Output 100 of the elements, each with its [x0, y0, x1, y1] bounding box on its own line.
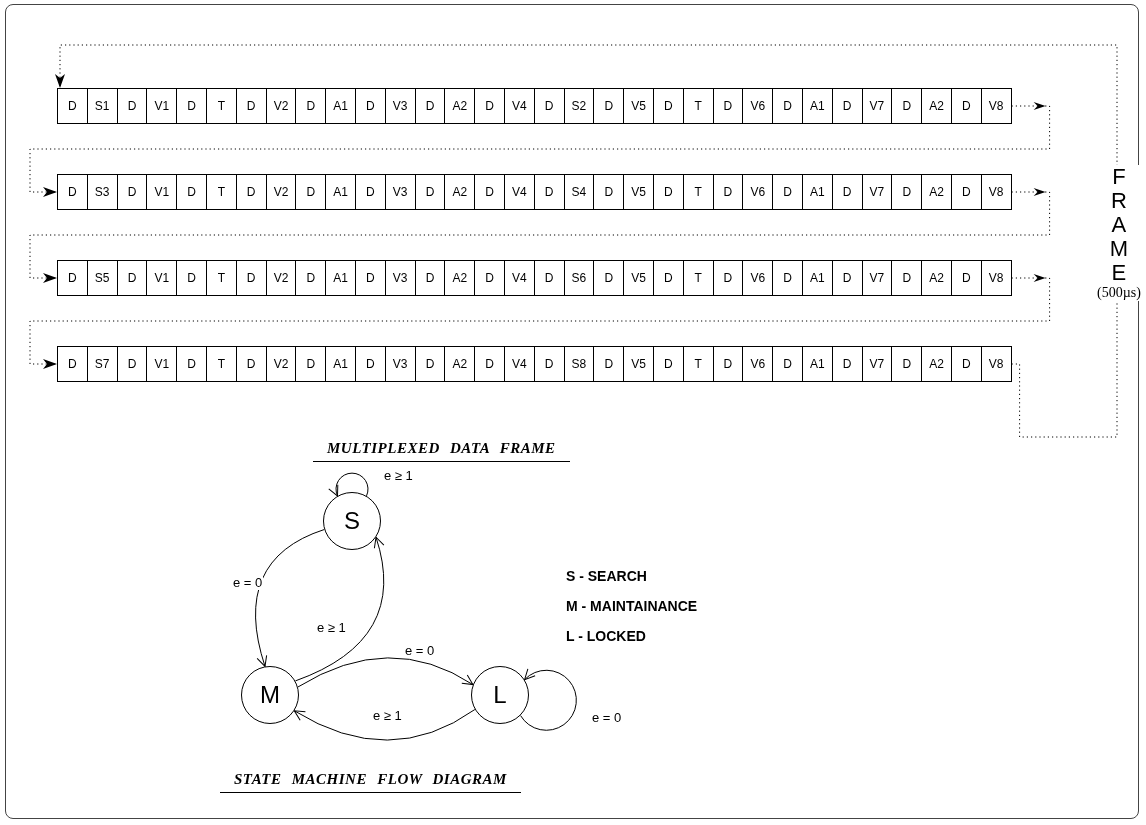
slot-label: D [892, 88, 923, 124]
frame-row [57, 174, 1012, 210]
slot-label: V8 [981, 346, 1012, 382]
slot-label: D [236, 174, 267, 210]
slot-label: D [58, 174, 88, 210]
edge-label: FRAME (500µs) [1097, 165, 1141, 301]
slot-label: D [892, 174, 923, 210]
slot-label: V3 [385, 88, 416, 124]
slot-label: D [832, 88, 863, 124]
slot-label: V1 [147, 346, 178, 382]
state-circle: S [323, 492, 381, 550]
slot-label: D [773, 346, 803, 382]
slot-label: D [951, 260, 982, 296]
slot-label: D [475, 88, 505, 124]
slot-label: A2 [445, 260, 476, 296]
arrow [293, 709, 476, 741]
slot-label: V8 [981, 260, 1012, 296]
slot-label: A1 [326, 88, 356, 124]
edge-label: e = 0 [404, 643, 436, 658]
slot-label: A1 [802, 346, 833, 382]
frame-row [57, 346, 1012, 382]
slot-label: D [594, 88, 625, 124]
slot-label: D [951, 174, 982, 210]
slot-label: D [653, 88, 684, 124]
slot-label: V1 [147, 88, 178, 124]
slot-label: D [415, 260, 446, 296]
slot-label: D [475, 174, 505, 210]
slot-label: S8 [564, 346, 595, 382]
slot-label: V1 [147, 174, 178, 210]
slot-label: D [355, 174, 386, 210]
slot-label: D [58, 346, 88, 382]
legend-text: M - MAINTAINANCE [566, 598, 698, 614]
slot-label: D [117, 174, 148, 210]
legend-text: S - SEARCH [566, 568, 647, 584]
edge-label: e ≥ 1 [383, 468, 414, 483]
slot-label: A1 [326, 260, 356, 296]
slot-label: D [713, 260, 744, 296]
slot-label: V4 [504, 174, 535, 210]
arrow [520, 668, 577, 731]
slot-label: D [594, 346, 625, 382]
slot-label: D [117, 260, 148, 296]
state-circle: L [471, 666, 529, 724]
slot-label: V4 [504, 346, 535, 382]
slot-label: D [534, 346, 565, 382]
slot-label: V2 [266, 346, 297, 382]
slot-label: A1 [802, 174, 833, 210]
slot-label: D [773, 260, 803, 296]
slot-label: T [207, 346, 237, 382]
slot-label: V5 [624, 174, 654, 210]
slot-label: D [236, 88, 267, 124]
slot-label: S4 [564, 174, 595, 210]
slot-label: D [117, 88, 148, 124]
slot-label: V1 [147, 260, 178, 296]
slot-label: V7 [862, 346, 893, 382]
slot-label: D [177, 346, 207, 382]
slot-label: D [236, 346, 267, 382]
slot-label: S1 [87, 88, 118, 124]
arrow [297, 657, 474, 688]
slot-label: D [534, 260, 565, 296]
slot-label: D [594, 174, 625, 210]
slot-label: D [653, 346, 684, 382]
slot-label: D [296, 260, 327, 296]
slot-label: T [683, 174, 714, 210]
slot-label: V7 [862, 260, 893, 296]
slot-label: V3 [385, 260, 416, 296]
slot-label: V5 [624, 88, 654, 124]
slot-label: D [534, 174, 565, 210]
state-circle: M [241, 666, 299, 724]
arrow [328, 472, 369, 497]
slot-label: D [177, 260, 207, 296]
edge-label: e = 0 [232, 575, 264, 590]
slot-label: V3 [385, 174, 416, 210]
diagram-caption: MULTIPLEXED DATA FRAME [313, 440, 570, 462]
slot-label: V2 [266, 88, 297, 124]
legend-text: L - LOCKED [566, 628, 646, 644]
slot-label: D [773, 88, 803, 124]
slot-label: A2 [922, 174, 952, 210]
slot-label: V2 [266, 260, 297, 296]
slot-label: D [177, 88, 207, 124]
frame-row [57, 260, 1012, 296]
slot-label: D [355, 260, 386, 296]
slot-label: S3 [87, 174, 118, 210]
slot-label: V3 [385, 346, 416, 382]
slot-label: V8 [981, 174, 1012, 210]
slot-label: A1 [326, 174, 356, 210]
slot-label: T [207, 260, 237, 296]
slot-label: A2 [445, 174, 476, 210]
slot-label: S5 [87, 260, 118, 296]
slot-label: T [207, 174, 237, 210]
slot-label: D [236, 260, 267, 296]
slot-label: V5 [624, 260, 654, 296]
slot-label: D [773, 174, 803, 210]
slot-label: V6 [743, 346, 774, 382]
edge-label: e = 0 [591, 710, 623, 725]
frame-row [57, 88, 1012, 124]
slot-label: D [355, 88, 386, 124]
slot-label: D [653, 260, 684, 296]
slot-label: V4 [504, 88, 535, 124]
slot-label: T [207, 88, 237, 124]
slot-label: D [892, 346, 923, 382]
